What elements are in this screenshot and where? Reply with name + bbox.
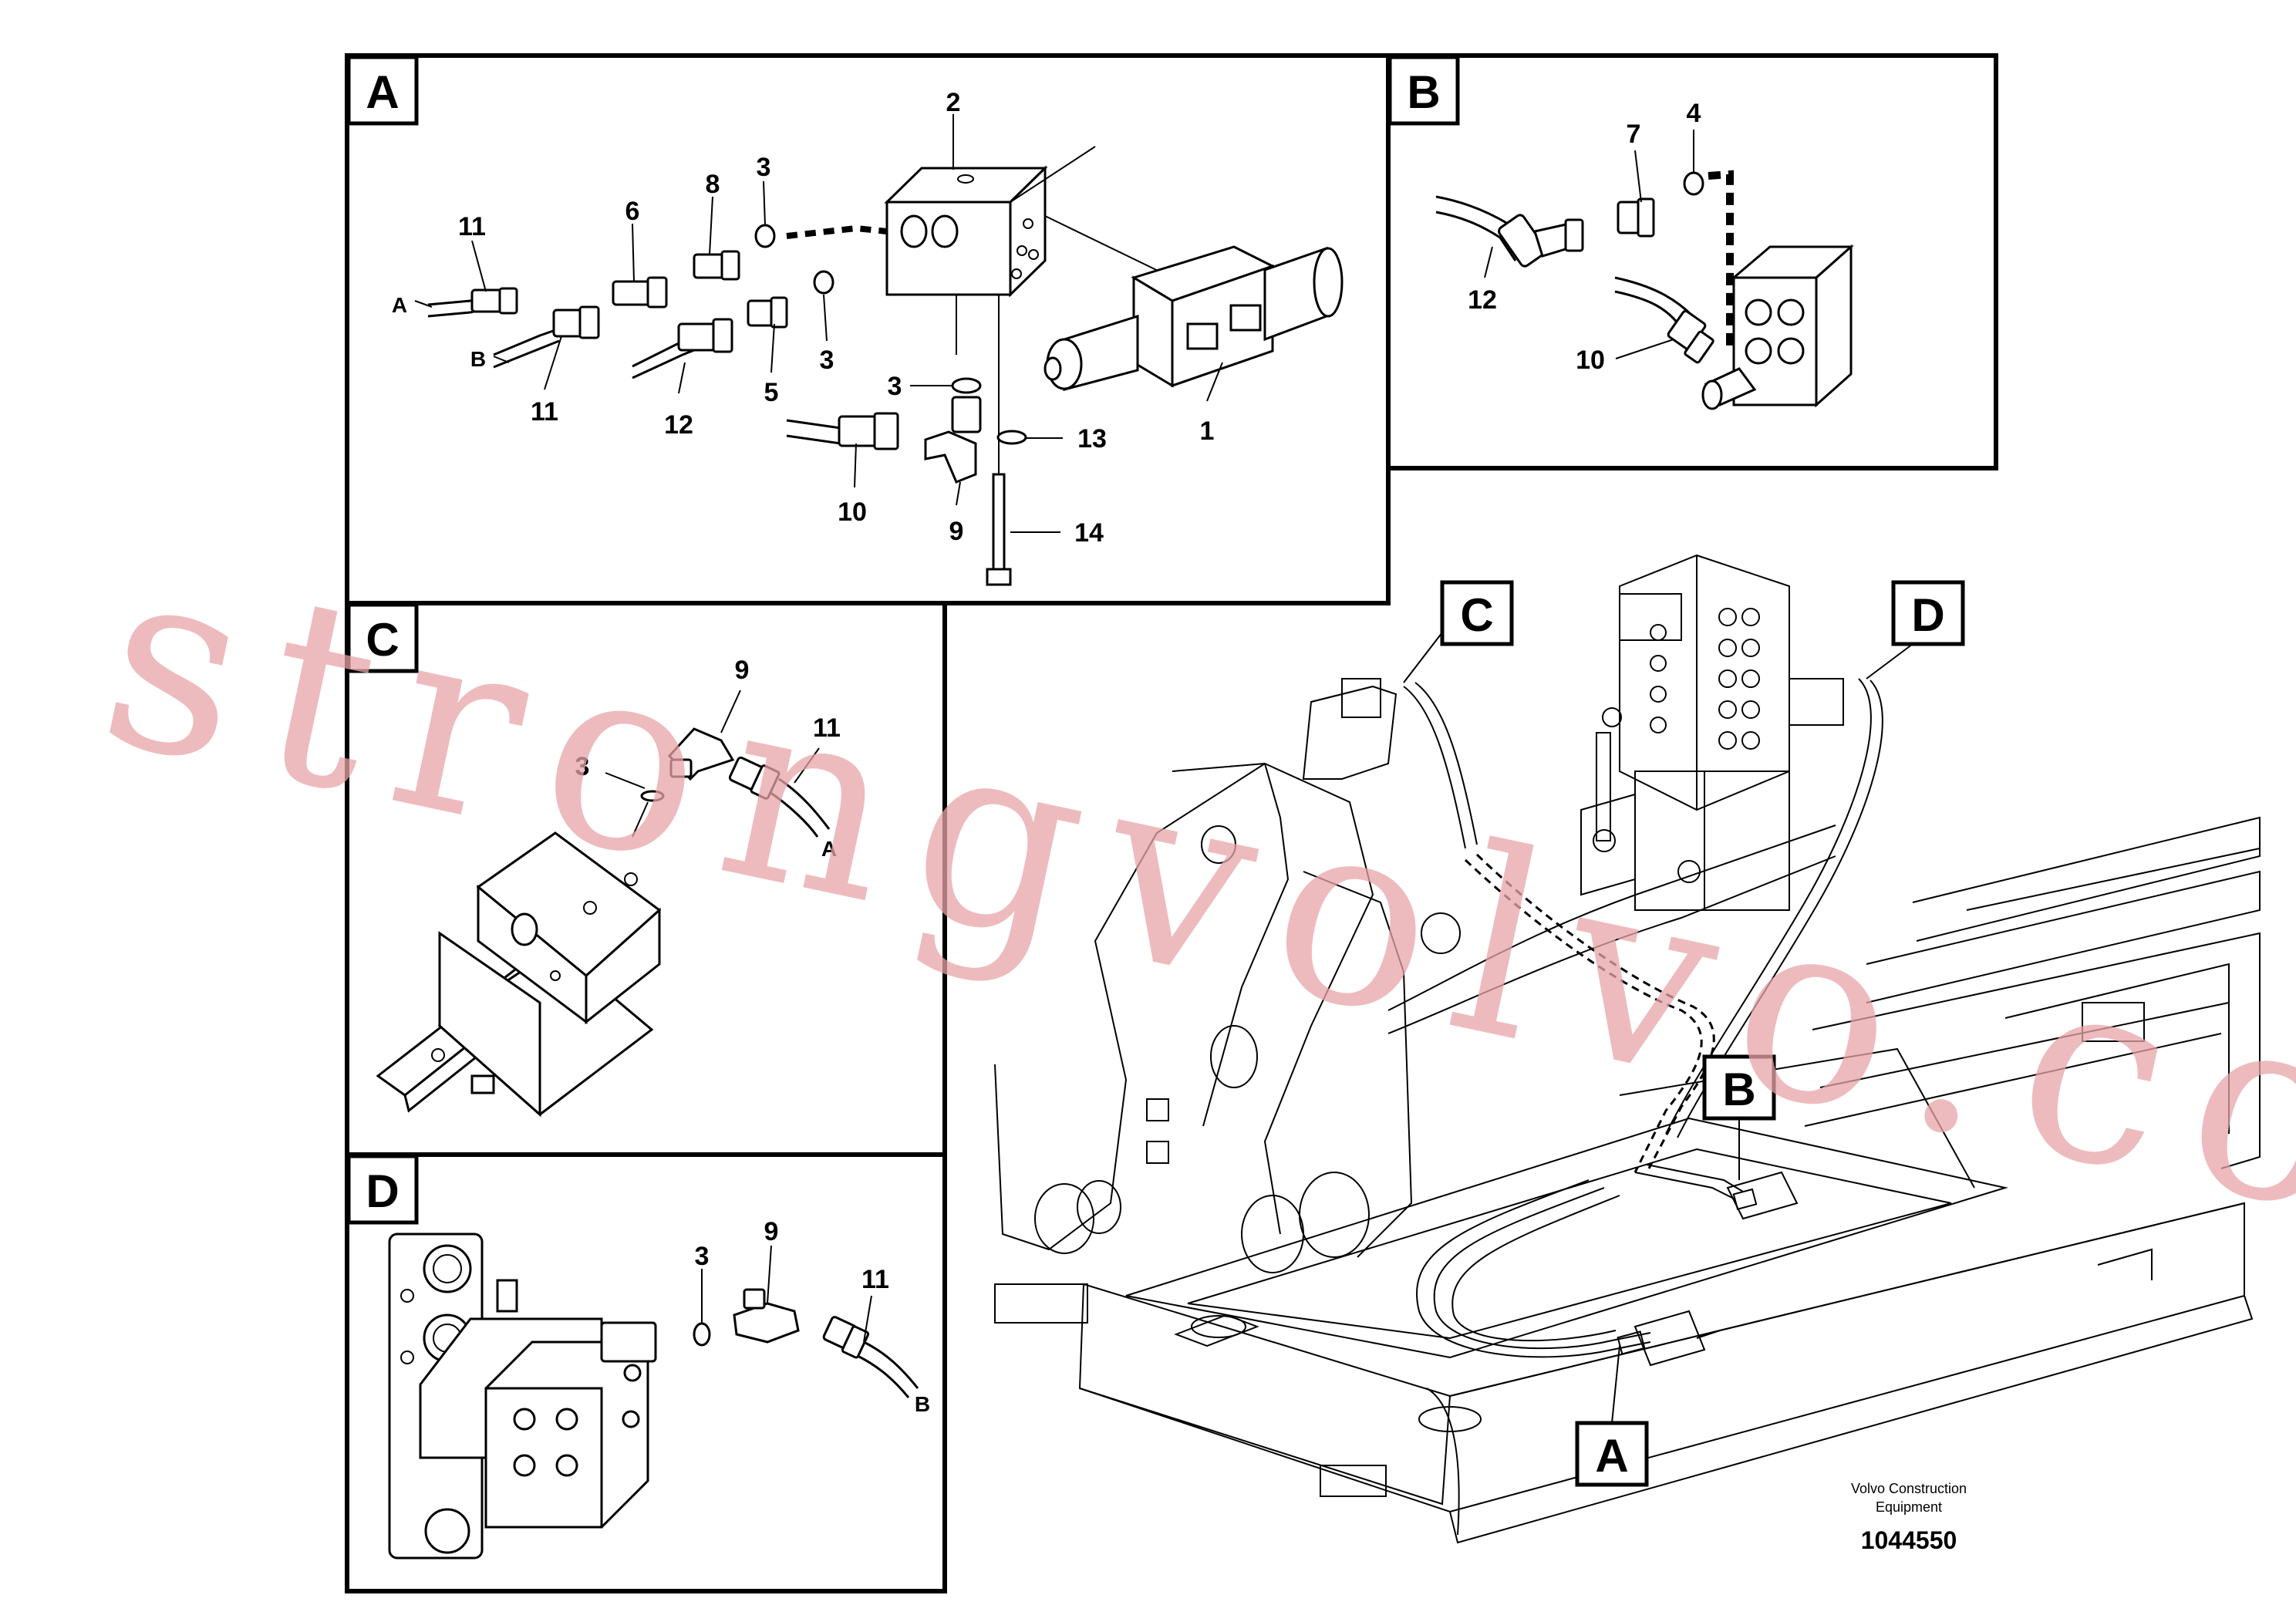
panel-c-letter: C: [366, 614, 399, 666]
callout-d-line-b: B: [915, 1392, 930, 1416]
valve-block: [884, 165, 1048, 298]
fitting-row-upper: [427, 224, 776, 318]
panel-a: A: [345, 53, 1391, 605]
panel-d: D 3 9 11 B: [345, 1152, 947, 1593]
callout-a-6: 6: [625, 197, 640, 226]
overview-tag-b: [1702, 1054, 1776, 1121]
callout-a-13: 13: [1077, 424, 1107, 454]
overview-callout-c: C: [1460, 589, 1493, 641]
callout-c-9: 9: [735, 656, 750, 685]
callout-a-12: 12: [664, 410, 693, 440]
panel-b: B 7 4 12 10: [1386, 53, 1998, 470]
panel-a-leaders: [414, 114, 1223, 533]
callout-b-7: 7: [1627, 120, 1641, 149]
footer: Volvo Construction Equipment 1044550: [1851, 1481, 1967, 1554]
callout-a-3-mid: 3: [820, 346, 834, 375]
callout-a-3-low: 3: [888, 372, 902, 401]
callout-a-2: 2: [946, 88, 961, 117]
panel-a-letter: A: [366, 66, 399, 118]
maker-line-1: Volvo Construction: [1851, 1481, 1967, 1496]
overview-machine: C D B A: [994, 554, 2261, 1544]
overview-tag-d: [1891, 580, 1965, 646]
panel-b-block: [1701, 244, 1854, 410]
callout-a-8: 8: [706, 170, 720, 199]
callout-a-9: 9: [949, 517, 964, 546]
panel-b-tag: [1387, 55, 1460, 126]
maker-line-2: Equipment: [1876, 1499, 1942, 1515]
callout-c-11: 11: [813, 713, 841, 743]
callout-d-11: 11: [861, 1265, 889, 1294]
overview-tag-a: [1575, 1421, 1649, 1487]
fitting-row-lower: [493, 270, 834, 379]
callout-c-line-a: A: [821, 837, 837, 861]
callout-a-11-upper: 11: [458, 212, 486, 241]
overview-tag-c: [1440, 580, 1514, 646]
panel-c: C 9 3 11 A: [345, 601, 947, 1157]
callout-d-9: 9: [764, 1217, 779, 1246]
panel-c-valve: [376, 831, 662, 1118]
callout-b-12: 12: [1468, 285, 1497, 315]
panel-a-tag: [346, 55, 419, 126]
overview-callout-b: B: [1722, 1064, 1755, 1115]
callout-b-10: 10: [1576, 346, 1605, 375]
panel-d-block: [388, 1233, 657, 1560]
callout-a-line-b: B: [470, 347, 486, 371]
callout-b-4: 4: [1687, 99, 1701, 128]
callout-a-3-top: 3: [757, 153, 771, 182]
panel-d-letter: D: [366, 1165, 399, 1217]
solenoid-valve: [1043, 245, 1344, 391]
callout-c-3: 3: [575, 752, 590, 781]
callout-a-5: 5: [764, 378, 779, 407]
overview-callout-d: D: [1911, 589, 1944, 641]
overview-callout-a: A: [1595, 1430, 1628, 1482]
panel-c-tag: [346, 602, 419, 673]
callout-a-14: 14: [1074, 518, 1104, 548]
drawing-number: 1044550: [1861, 1526, 1957, 1554]
callout-a-10: 10: [838, 497, 867, 527]
main-control-valve: [1580, 554, 1844, 911]
panel-d-tag: [346, 1154, 419, 1225]
elbow-assembly: [786, 377, 1027, 586]
panel-b-frame: [1386, 53, 1998, 470]
callout-a-1: 1: [1200, 416, 1215, 446]
callout-a-line-a: A: [392, 293, 407, 317]
callout-d-3: 3: [695, 1242, 710, 1271]
panel-b-letter: B: [1407, 66, 1440, 118]
callout-a-11-lower: 11: [531, 397, 558, 427]
